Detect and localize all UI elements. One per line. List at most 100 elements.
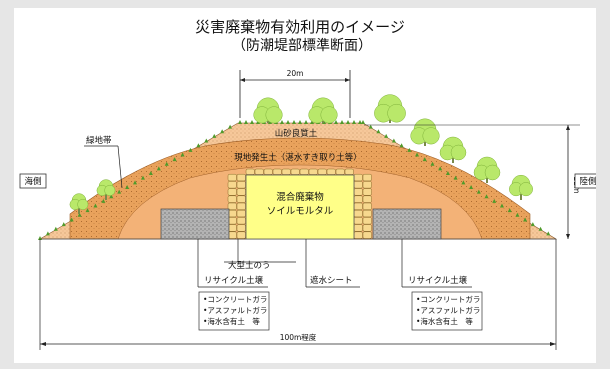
grass-tuft — [340, 120, 344, 124]
grass-tuft — [499, 203, 504, 208]
grass-tuft — [244, 120, 248, 124]
sandbag — [236, 173, 246, 182]
tree — [253, 97, 283, 124]
grass-tuft — [399, 143, 404, 148]
green-belt-callout: 緑地帯 — [84, 135, 123, 189]
grass-tuft — [38, 236, 42, 240]
sandbag — [362, 173, 372, 182]
sandbag — [353, 181, 363, 189]
sandbag — [362, 224, 372, 232]
land-side-label: 陸側 — [579, 176, 596, 187]
sandbag — [236, 224, 246, 232]
material-right-item: •アスファルトガラ — [416, 305, 480, 315]
grass-tuft — [438, 166, 443, 171]
sandbag — [353, 224, 363, 232]
sandbag — [335, 168, 345, 175]
land-side-box: 陸側 — [574, 173, 602, 189]
material-right-item: •海水含有土 等 — [416, 316, 473, 326]
tree — [509, 174, 533, 200]
sandbag — [236, 202, 246, 210]
grass-tuft — [422, 157, 427, 162]
grass-tuft — [469, 184, 474, 189]
sandbag — [227, 195, 237, 203]
sandbag — [236, 231, 246, 239]
mixed-waste-core — [245, 174, 355, 240]
grass-tuft — [352, 120, 356, 124]
tree — [439, 136, 467, 163]
sandbag — [362, 181, 372, 189]
sandbag — [308, 168, 318, 175]
grass-tuft — [180, 152, 185, 157]
base-width-dimension: 100m程度 — [39, 239, 557, 350]
grass-tuft — [346, 120, 350, 124]
grass-tuft — [133, 180, 138, 185]
grass-tuft — [148, 171, 153, 176]
sandbag — [353, 195, 363, 203]
crest-width-dimension: 20m — [239, 69, 351, 118]
grass-tuft — [304, 120, 308, 124]
sandbag — [353, 209, 363, 218]
grass-tuft — [430, 161, 435, 166]
frame-bottom — [0, 363, 610, 369]
grass-tuft — [93, 203, 98, 208]
sandbag — [353, 188, 363, 196]
grass-tuft — [140, 175, 145, 180]
large-bags-label: 大型土のう — [228, 260, 271, 271]
sandbag — [317, 168, 327, 175]
grass-tuft — [391, 138, 396, 143]
grass-tuft — [204, 138, 209, 143]
grass-tuft — [445, 171, 450, 176]
grass-cover — [38, 120, 551, 240]
grass-tuft — [85, 208, 90, 213]
grass-tuft — [77, 212, 82, 217]
sandbag — [254, 168, 264, 175]
material-list-left: •コンクリートガラ •アスファルトガラ •海水含有土 等 — [198, 291, 270, 331]
large-sandbag-blocks — [227, 168, 372, 239]
tree — [308, 97, 338, 124]
sandbag — [227, 202, 237, 210]
grass-tuft — [361, 120, 365, 124]
frame-left — [0, 0, 14, 369]
sandbag — [227, 188, 237, 196]
grass-tuft — [228, 124, 233, 129]
grass-tuft — [250, 120, 254, 124]
sandbag — [236, 195, 246, 203]
grass-tuft — [523, 217, 528, 222]
sandbag — [227, 181, 237, 189]
grass-tuft — [530, 222, 535, 227]
grass-tuft — [368, 124, 373, 129]
sandbag — [281, 168, 291, 175]
grass-tuft — [546, 231, 551, 236]
grass-tuft — [53, 226, 58, 231]
sandbag — [263, 168, 273, 175]
grass-tuft — [515, 212, 520, 217]
sandbag — [236, 217, 246, 225]
sandbag — [326, 168, 336, 175]
grass-tuft — [164, 161, 169, 166]
grass-tuft — [69, 217, 74, 222]
grass-tuft — [376, 129, 381, 134]
tree — [473, 156, 501, 183]
grass-tuft — [358, 120, 362, 124]
diagram-subtitle: （防潮堤部標準断面） — [232, 38, 372, 54]
diagram-canvas: 災害廃棄物有効利用のイメージ （防潮堤部標準断面） 20m 混合廃棄 — [14, 8, 602, 363]
grass-tuft — [407, 147, 412, 152]
sandbag — [236, 188, 246, 196]
sandbag — [353, 173, 363, 182]
grass-tuft — [492, 198, 497, 203]
diagram-title: 災害廃棄物有効利用のイメージ — [195, 18, 405, 36]
sandbag — [236, 209, 246, 218]
grass-tuft — [538, 226, 543, 231]
embankment-cross-section: 災害廃棄物有効利用のイメージ （防潮堤部標準断面） 20m 混合廃棄 — [19, 18, 602, 350]
grass-tuft — [298, 120, 302, 124]
sandbag — [245, 168, 255, 175]
grass-tuft — [286, 120, 290, 124]
frame-top — [0, 0, 610, 8]
recycled-left-label: リサイクル土壌 — [204, 275, 264, 286]
grass-tuft — [476, 189, 481, 194]
sandbag — [362, 231, 372, 239]
tree — [69, 193, 89, 214]
core-label-line2: ソイルモルタル — [267, 206, 334, 217]
grass-tuft — [101, 198, 106, 203]
tree — [374, 94, 406, 123]
